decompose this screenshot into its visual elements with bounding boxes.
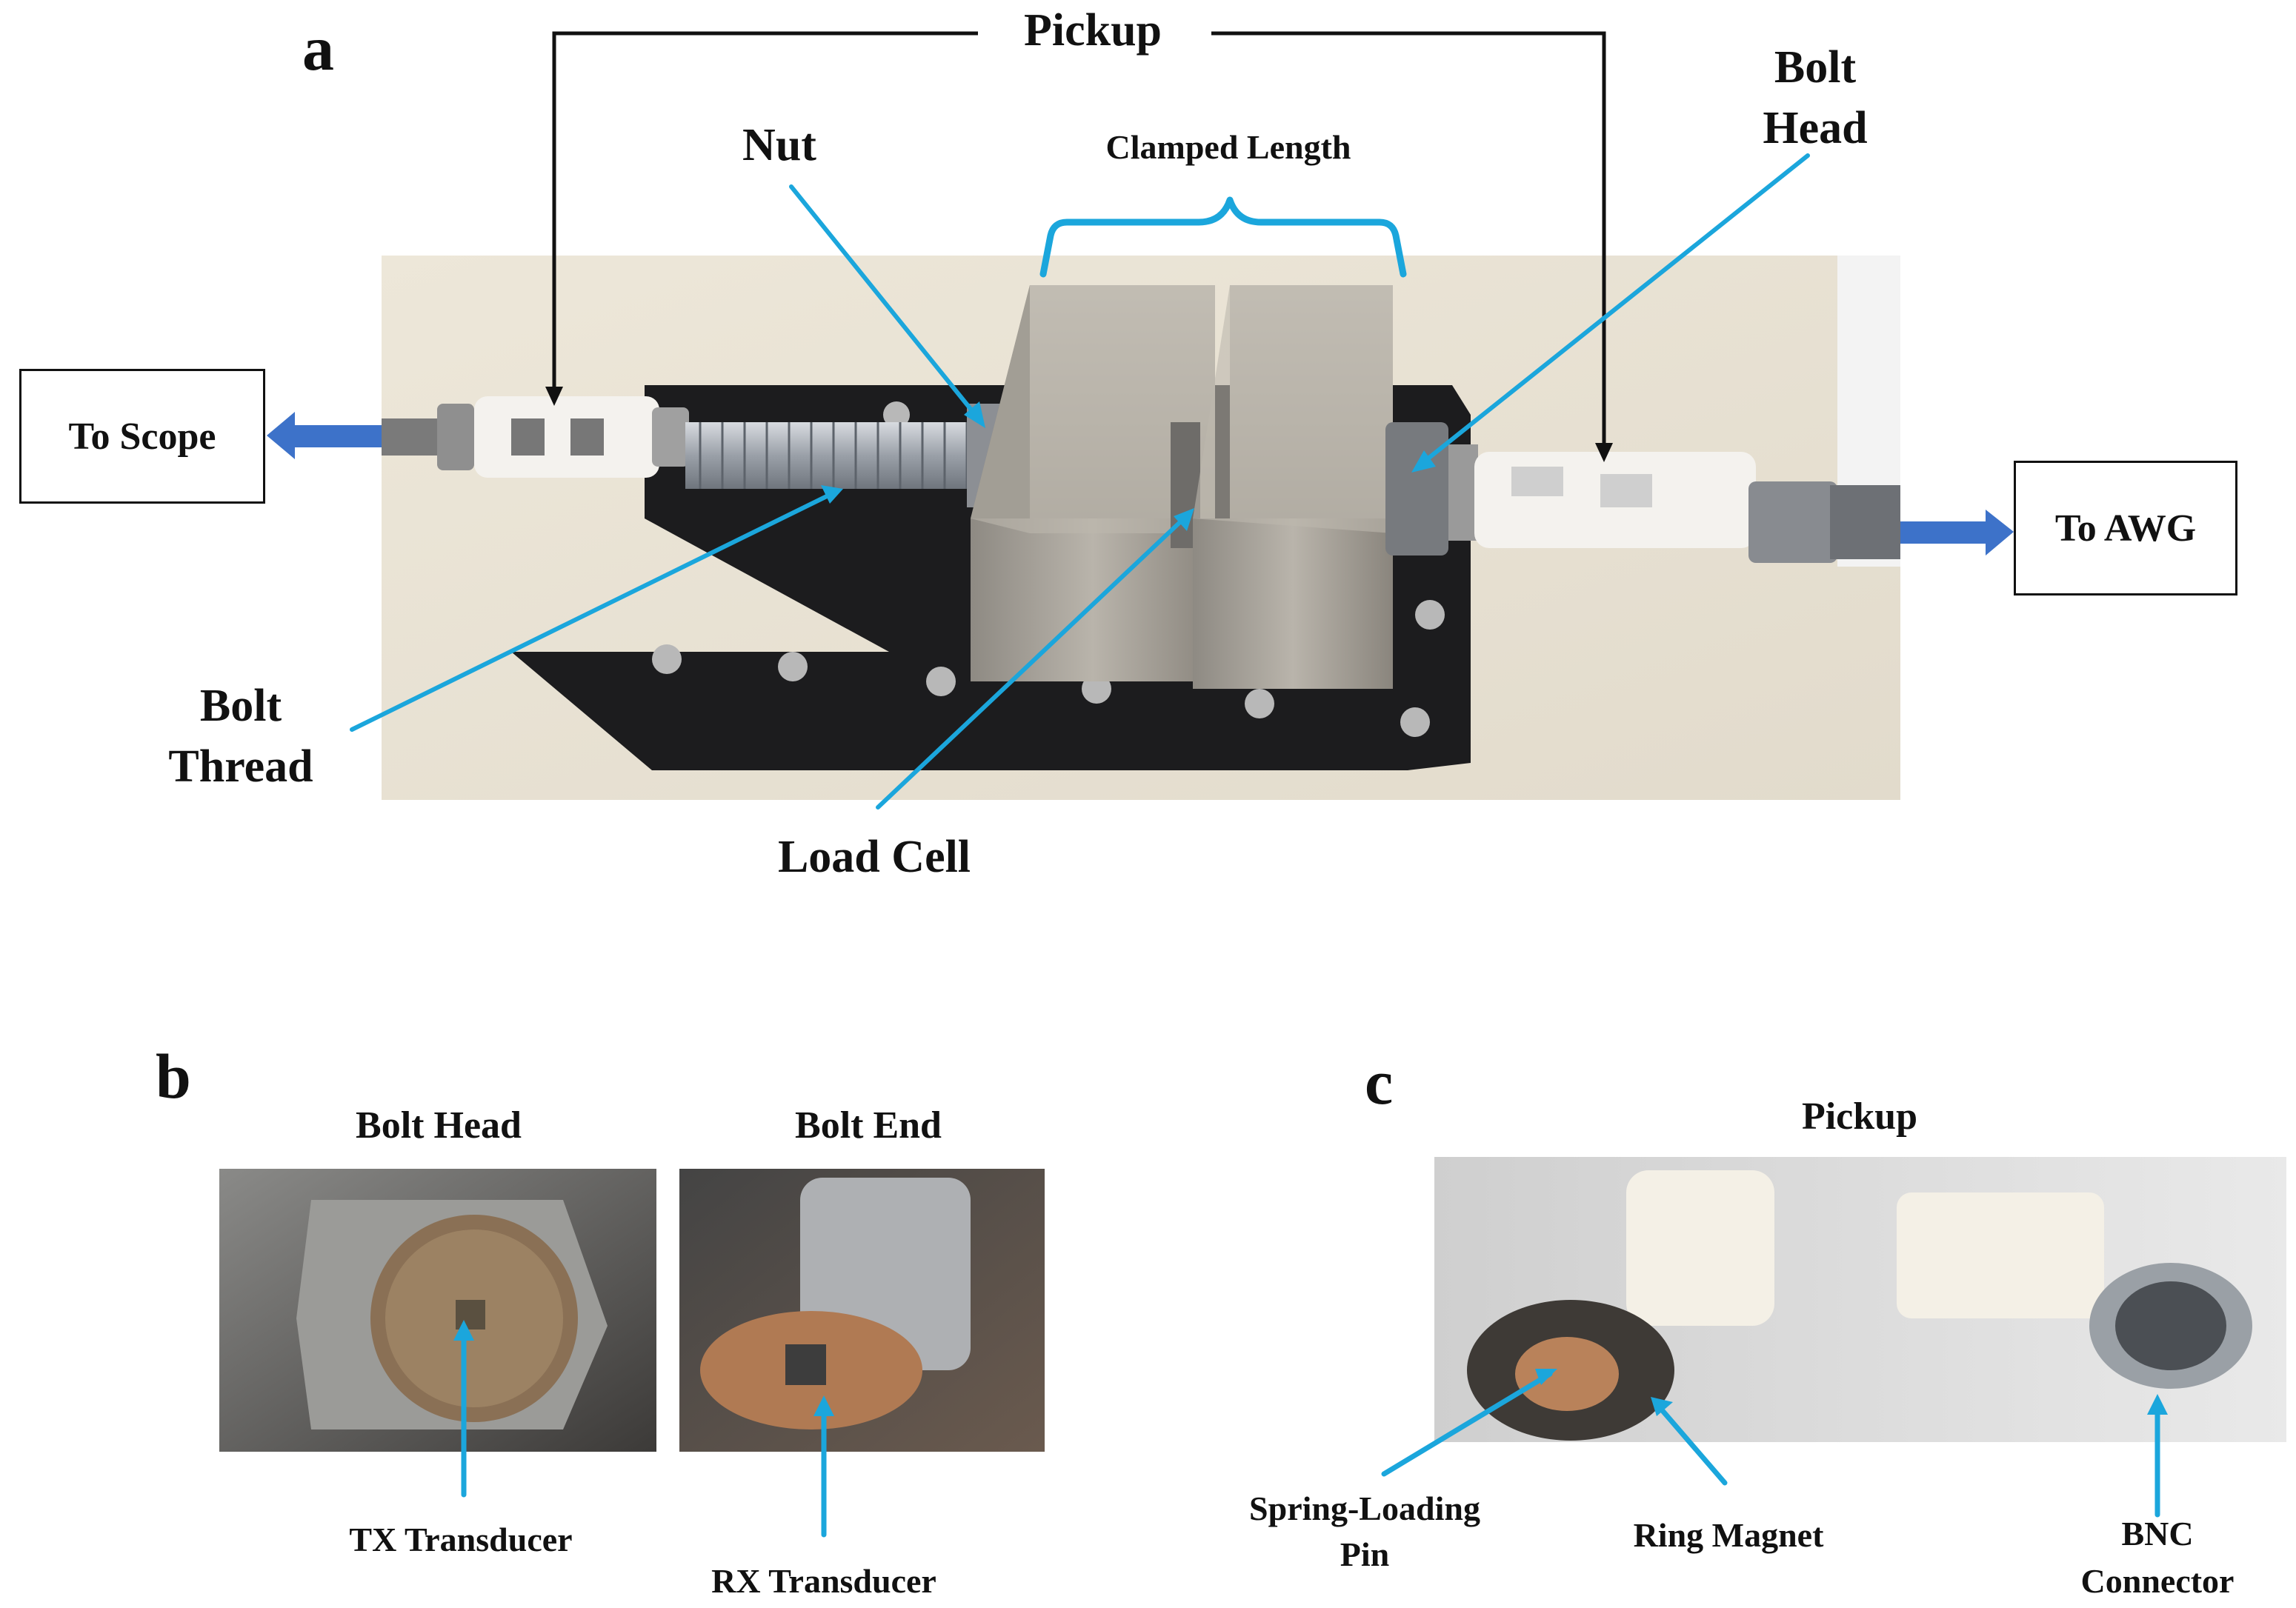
bnc-connector-label-line2: Connector — [2080, 1562, 2235, 1600]
bolt-head-label-line1: Bolt — [1774, 42, 1857, 93]
bolt-thread-label-line1: Bolt — [199, 681, 282, 731]
to-scope-arrow — [267, 412, 382, 459]
to-awg-arrow — [1900, 510, 2014, 556]
pickup-arrowheads — [545, 387, 1613, 462]
to-scope-box: To Scope — [19, 369, 265, 504]
panel-c-letter: c — [1365, 1047, 1394, 1118]
to-awg-box: To AWG — [2014, 461, 2237, 596]
nut-label: Nut — [742, 120, 816, 170]
panel-b-letter: b — [156, 1041, 191, 1112]
clamped-length-brace — [1039, 196, 1407, 278]
bnc-connector-label-line1: BNC — [2121, 1515, 2194, 1552]
rx-transducer-label: RX Transducer — [711, 1562, 936, 1600]
pickup-label: Pickup — [1023, 5, 1162, 56]
pickup-bracket — [552, 31, 1606, 444]
pickup-photo-title: Pickup — [1801, 1095, 1918, 1138]
panel-c-callouts — [1381, 1371, 2160, 1518]
panel-b-callout-heads — [453, 1320, 834, 1416]
panel-a-letter: a — [302, 13, 334, 84]
bolt-head-label-line2: Head — [1763, 103, 1868, 153]
bolt-head-photo-title: Bolt Head — [356, 1104, 522, 1147]
bolt-end-photo-title: Bolt End — [795, 1104, 942, 1147]
tx-transducer-label: TX Transducer — [349, 1521, 573, 1558]
bolt-thread-label-line2: Thread — [168, 741, 313, 792]
to-awg-label: To AWG — [2054, 507, 2197, 550]
panel-b-callouts — [461, 1330, 827, 1538]
panel-a-callouts — [350, 153, 1810, 810]
panel-a-callout-heads — [821, 401, 1436, 531]
spring-loading-pin-label-line1: Spring-Loading — [1249, 1489, 1480, 1527]
to-scope-label: To Scope — [68, 415, 216, 458]
ring-magnet-label: Ring Magnet — [1633, 1516, 1824, 1554]
load-cell-label: Load Cell — [777, 832, 971, 882]
panel-b-photo-end — [679, 1169, 1045, 1452]
spring-loading-pin-label-line2: Pin — [1340, 1535, 1390, 1573]
clamped-length-label: Clamped Length — [1105, 128, 1351, 166]
panel-c-callout-heads — [1535, 1369, 2168, 1416]
panel-c-photo — [1434, 1157, 2286, 1442]
panel-a-photo — [382, 256, 1900, 800]
panel-b-photo-head — [219, 1169, 656, 1452]
